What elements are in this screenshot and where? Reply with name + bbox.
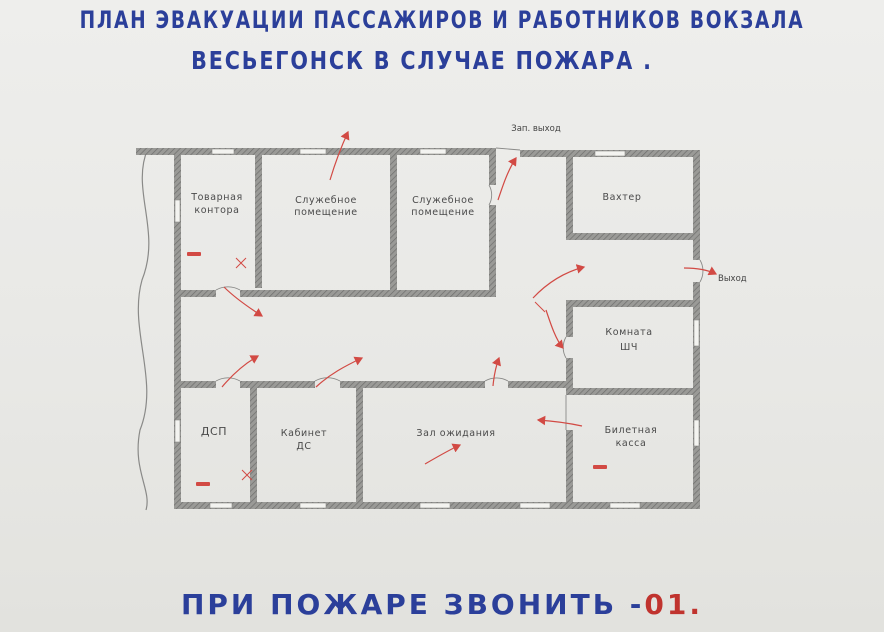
inner-walls	[181, 148, 693, 502]
left-break-line	[137, 147, 150, 511]
exit-vykhod-label: Выход	[718, 274, 747, 284]
plan-title-line1: ПЛАН ЭВАКУАЦИИ ПАССАЖИРОВ И РАБОТНИКОВ В…	[79, 6, 805, 34]
plan-title-line2: ВЕСЬЕГОНСК В СЛУЧАЕ ПОЖАРА .	[191, 46, 653, 75]
fire-extinguisher-icon	[196, 482, 210, 486]
fire-call-number: 01.	[644, 588, 704, 621]
room-sluzhebnoe1-label-2: помещение	[294, 207, 357, 218]
room-sluzhebnoe2-label-1: Служебное	[412, 195, 474, 206]
room-kassa-label-2: касса	[616, 438, 647, 449]
fire-extinguisher-icon	[593, 465, 607, 469]
door-swings	[215, 147, 704, 430]
room-zal-label: Зал ожидания	[416, 428, 495, 439]
fire-extinguisher-icon	[187, 252, 201, 256]
room-dsp-label: ДСП	[201, 425, 227, 438]
fire-call-notice: ПРИ ПОЖАРЕ ЗВОНИТЬ -01.	[0, 588, 884, 621]
red-marks	[187, 252, 607, 486]
room-sluzhebnoe2-label-2: помещение	[411, 207, 474, 218]
room-komnata-label-1: Комната	[605, 327, 652, 338]
room-tovarnaya-label-1: Товарная	[190, 192, 243, 203]
room-kassa-label-1: Билетная	[605, 425, 658, 436]
room-kabinet-label-1: Кабинет	[281, 428, 327, 439]
evacuation-arrows	[221, 130, 718, 465]
room-vakhter-label: Вахтер	[603, 192, 642, 203]
fire-call-text: ПРИ ПОЖАРЕ ЗВОНИТЬ -	[180, 588, 645, 621]
exit-zap-vykhod-label: Зап. выход	[511, 124, 561, 134]
room-sluzhebnoe1-label-1: Служебное	[295, 195, 357, 206]
room-kabinet-label-2: ДС	[296, 441, 311, 452]
room-tovarnaya-label-2: контора	[194, 205, 239, 216]
red-crosses	[235, 257, 546, 481]
windows	[174, 148, 700, 509]
room-komnata-label-2: ШЧ	[620, 342, 638, 353]
